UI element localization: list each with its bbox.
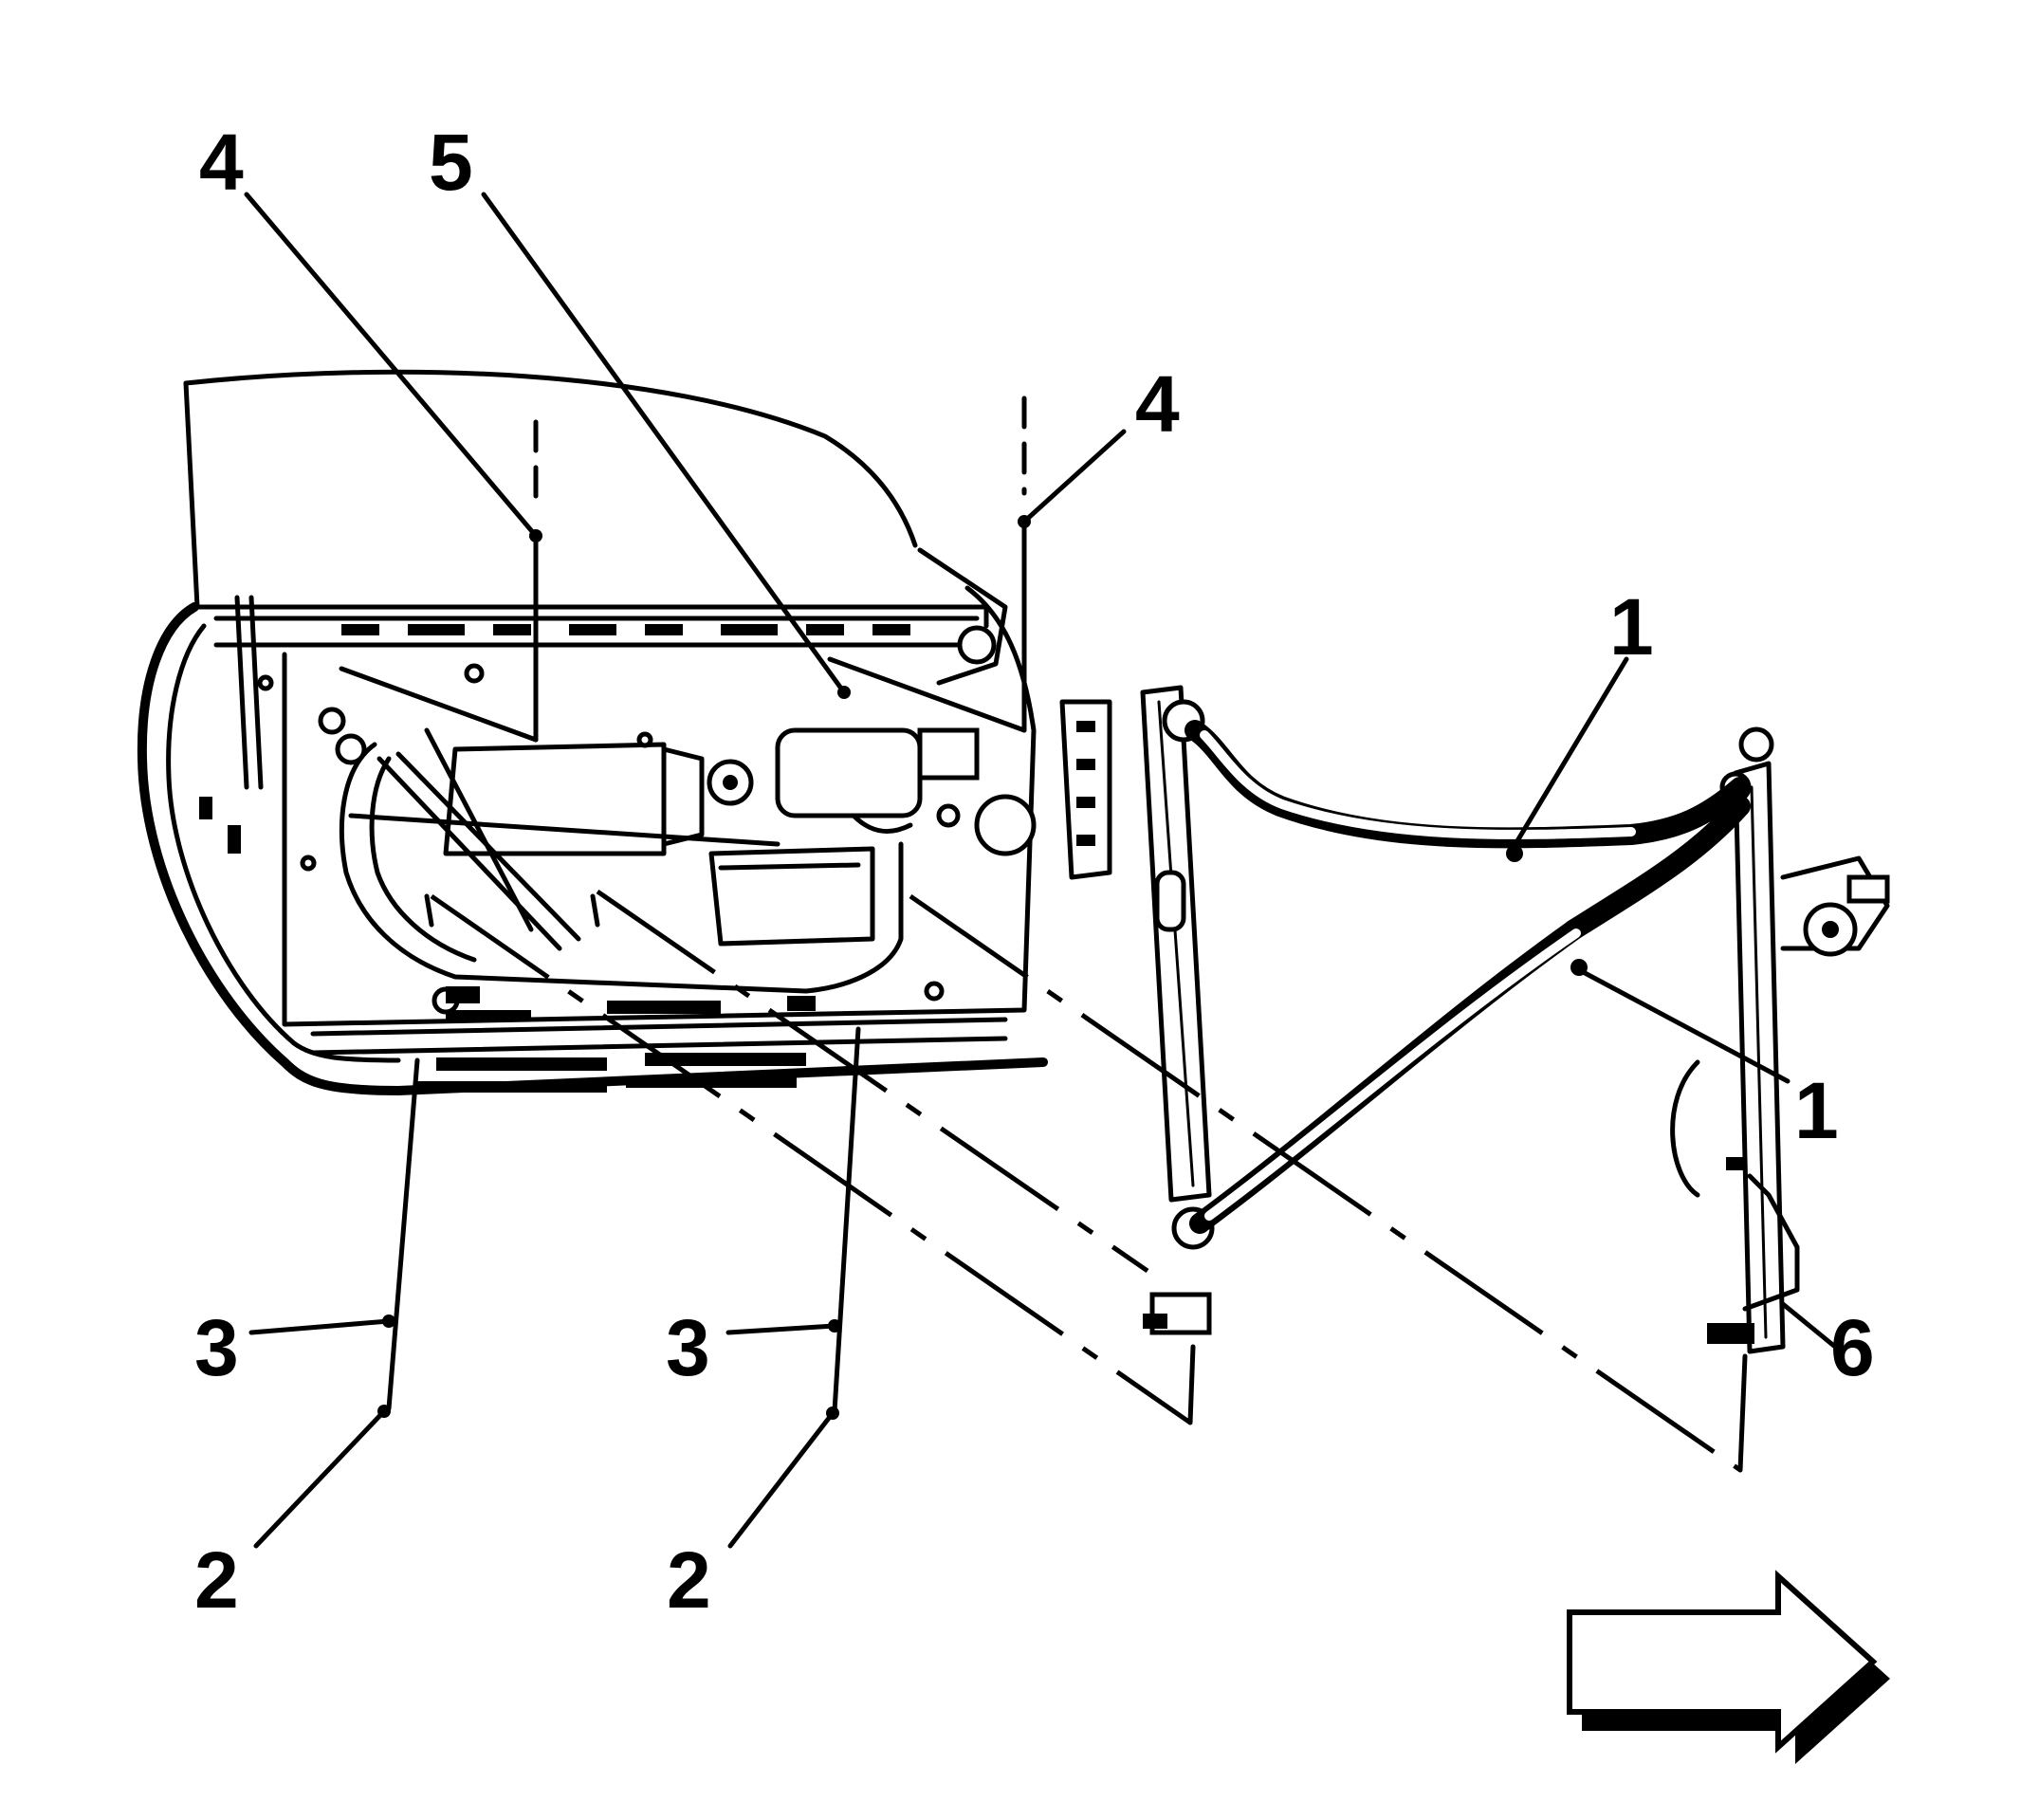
door-outer-panel — [137, 602, 1048, 1095]
right-arrow-icon — [1567, 1570, 1890, 1764]
lower-strip-slots — [417, 1001, 806, 1093]
callout-4-left: 4 — [199, 118, 244, 207]
window-regulator — [1140, 685, 1890, 1354]
leader-lines — [244, 192, 1838, 1549]
callout-2-left: 2 — [194, 1535, 239, 1625]
callout-3-right: 3 — [666, 1303, 710, 1392]
window-glass — [183, 369, 918, 548]
callout-2-right: 2 — [667, 1535, 711, 1625]
window-motor — [661, 727, 980, 847]
callout-labels: 4 5 4 1 1 3 3 2 2 6 — [194, 118, 1875, 1625]
regulator-cables — [1184, 720, 1751, 1234]
access-opening — [339, 742, 904, 994]
door-assembly — [137, 369, 1112, 1095]
front-guide-rail — [1140, 685, 1212, 1203]
upper-cable — [1184, 720, 1751, 849]
callout-1-upper: 1 — [1609, 582, 1654, 671]
callout-4-right: 4 — [1135, 359, 1180, 449]
callout-1-lower: 1 — [1794, 1066, 1839, 1155]
belt-strip-slots — [341, 624, 910, 635]
callout-5: 5 — [429, 118, 473, 207]
callout-3-left: 3 — [194, 1303, 239, 1392]
callout-6: 6 — [1830, 1303, 1875, 1392]
door-panel-holes — [199, 663, 1037, 1015]
inner-door-panel — [282, 585, 1037, 1027]
